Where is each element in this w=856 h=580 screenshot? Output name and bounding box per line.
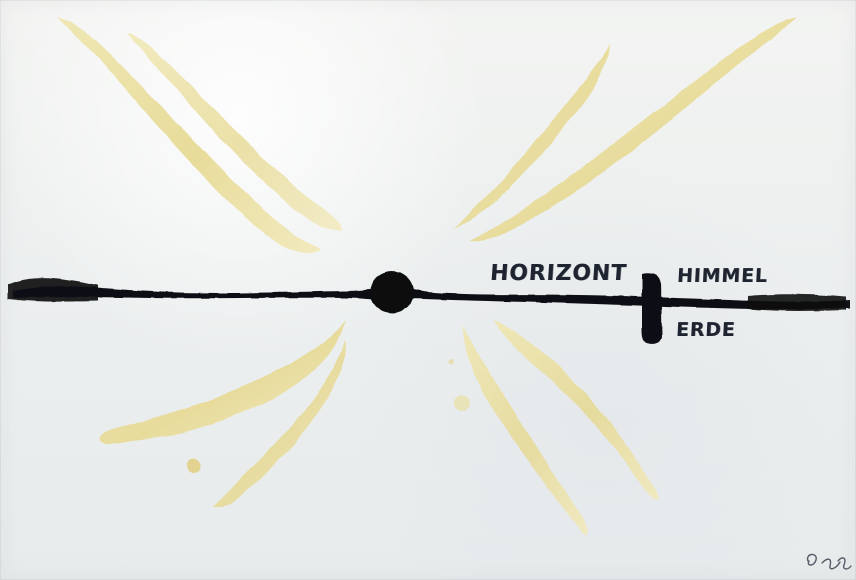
- label-horizon: HORIZONT: [489, 263, 627, 285]
- yellow-ray-upper-right: [469, 18, 797, 242]
- paint-dot-left: [187, 459, 201, 473]
- yellow-ray-lower-left-inner: [213, 340, 346, 507]
- horizon-brush-end: [748, 294, 846, 311]
- yellow-ray-lower-right-inner: [463, 326, 588, 533]
- artist-signature: [808, 554, 851, 568]
- yellow-ray-lower-right-outer: [493, 320, 659, 501]
- horizon-line: [13, 286, 850, 309]
- vertical-divider: [642, 273, 662, 344]
- paint-dot-small: [448, 358, 454, 364]
- label-earth: ERDE: [676, 321, 737, 340]
- yellow-ray-upper-center: [452, 42, 610, 230]
- horizon-brush-start: [8, 278, 98, 302]
- label-sky: HIMMEL: [677, 267, 769, 286]
- yellow-ray-upper-left-outer: [58, 18, 322, 253]
- paint-dot-center: [454, 395, 470, 411]
- signature-mark: [808, 554, 851, 568]
- sun-dot: [370, 271, 414, 313]
